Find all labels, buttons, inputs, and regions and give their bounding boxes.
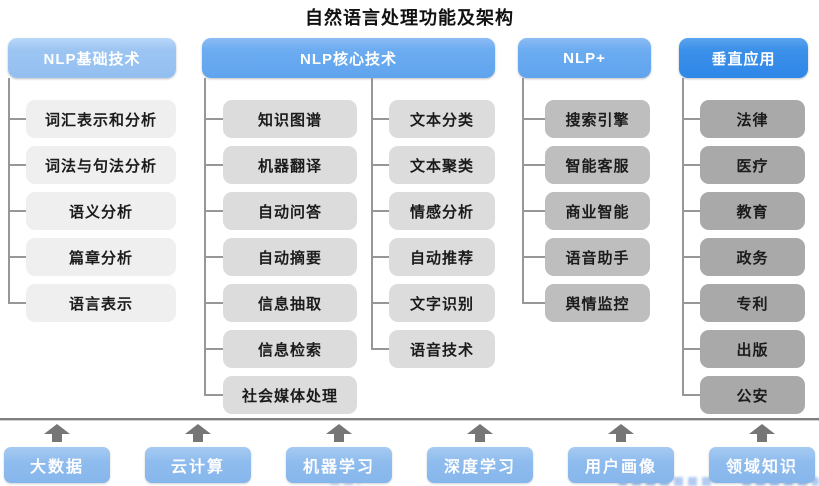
connector-stub xyxy=(204,394,223,396)
connector-stub xyxy=(371,302,389,304)
tree-item: 医疗 xyxy=(700,146,805,184)
up-arrow-icon xyxy=(325,424,353,442)
up-arrow-icon xyxy=(748,424,776,442)
tree-item: 出版 xyxy=(700,330,805,368)
tree-item: 商业智能 xyxy=(545,192,650,230)
tree-item: 词法与句法分析 xyxy=(26,146,176,184)
tree-item: 自动问答 xyxy=(223,192,357,230)
tree-item: 智能客服 xyxy=(545,146,650,184)
tree-item: 信息抽取 xyxy=(223,284,357,322)
tree-item: 语义分析 xyxy=(26,192,176,230)
connector-stub xyxy=(371,210,389,212)
connector-stub xyxy=(682,210,700,212)
column-header: NLP核心技术 xyxy=(202,38,495,78)
foundation-box: 机器学习 xyxy=(286,447,392,483)
connector-stub xyxy=(522,164,545,166)
connector-stub xyxy=(682,394,700,396)
tree-item: 自动摘要 xyxy=(223,238,357,276)
connector-stub xyxy=(204,210,223,212)
column-header: 垂直应用 xyxy=(679,38,808,78)
connector-vline xyxy=(204,78,206,395)
connector-vline xyxy=(522,78,524,303)
foundation-box: 深度学习 xyxy=(427,447,533,483)
connector-stub xyxy=(8,164,26,166)
connector-stub xyxy=(682,164,700,166)
tree-item: 政务 xyxy=(700,238,805,276)
tree-item: 知识图谱 xyxy=(223,100,357,138)
foundation-box: 云计算 xyxy=(145,447,251,483)
up-arrow-icon xyxy=(43,424,71,442)
separator-line xyxy=(0,418,819,421)
tree-item: 语音技术 xyxy=(389,330,495,368)
tree-item: 信息检索 xyxy=(223,330,357,368)
connector-stub xyxy=(8,118,26,120)
tree-item: 文本聚类 xyxy=(389,146,495,184)
connector-stub xyxy=(371,256,389,258)
connector-stub xyxy=(522,118,545,120)
connector-stub xyxy=(682,256,700,258)
up-arrow-icon xyxy=(184,424,212,442)
up-arrow-icon xyxy=(607,424,635,442)
tree-item: 公安 xyxy=(700,376,805,414)
connector-stub xyxy=(204,348,223,350)
diagram-title: 自然语言处理功能及架构 xyxy=(305,8,514,28)
column-header: NLP+ xyxy=(518,38,651,78)
connector-stub xyxy=(371,348,389,350)
connector-stub xyxy=(682,348,700,350)
foundation-box: 大数据 xyxy=(4,447,110,483)
connector-vline xyxy=(371,78,373,349)
tree-item: 情感分析 xyxy=(389,192,495,230)
connector-stub xyxy=(371,118,389,120)
foundation-box: 用户画像 xyxy=(568,447,674,483)
connector-vline xyxy=(682,78,684,395)
tree-item: 文字识别 xyxy=(389,284,495,322)
tree-item: 搜索引擎 xyxy=(545,100,650,138)
connector-stub xyxy=(204,118,223,120)
tree-item: 专利 xyxy=(700,284,805,322)
tree-item: 文本分类 xyxy=(389,100,495,138)
tree-item: 语言表示 xyxy=(26,284,176,322)
connector-stub xyxy=(204,164,223,166)
connector-stub xyxy=(522,256,545,258)
connector-stub xyxy=(682,302,700,304)
tree-item: 舆情监控 xyxy=(545,284,650,322)
tree-item: 法律 xyxy=(700,100,805,138)
foundation-box: 领域知识 xyxy=(709,447,815,483)
connector-stub xyxy=(371,164,389,166)
tree-item: 机器翻译 xyxy=(223,146,357,184)
connector-stub xyxy=(8,256,26,258)
tree-item: 篇章分析 xyxy=(26,238,176,276)
up-arrow-icon xyxy=(466,424,494,442)
connector-stub xyxy=(204,302,223,304)
tree-item: 自动推荐 xyxy=(389,238,495,276)
connector-stub xyxy=(8,210,26,212)
tree-item: 语音助手 xyxy=(545,238,650,276)
connector-vline xyxy=(8,78,10,303)
connector-stub xyxy=(682,118,700,120)
tree-item: 教育 xyxy=(700,192,805,230)
tree-item: 社会媒体处理 xyxy=(223,376,357,414)
tree-item: 词汇表示和分析 xyxy=(26,100,176,138)
connector-stub xyxy=(522,210,545,212)
connector-stub xyxy=(522,302,545,304)
connector-stub xyxy=(204,256,223,258)
column-header: NLP基础技术 xyxy=(8,38,176,78)
connector-stub xyxy=(8,302,26,304)
